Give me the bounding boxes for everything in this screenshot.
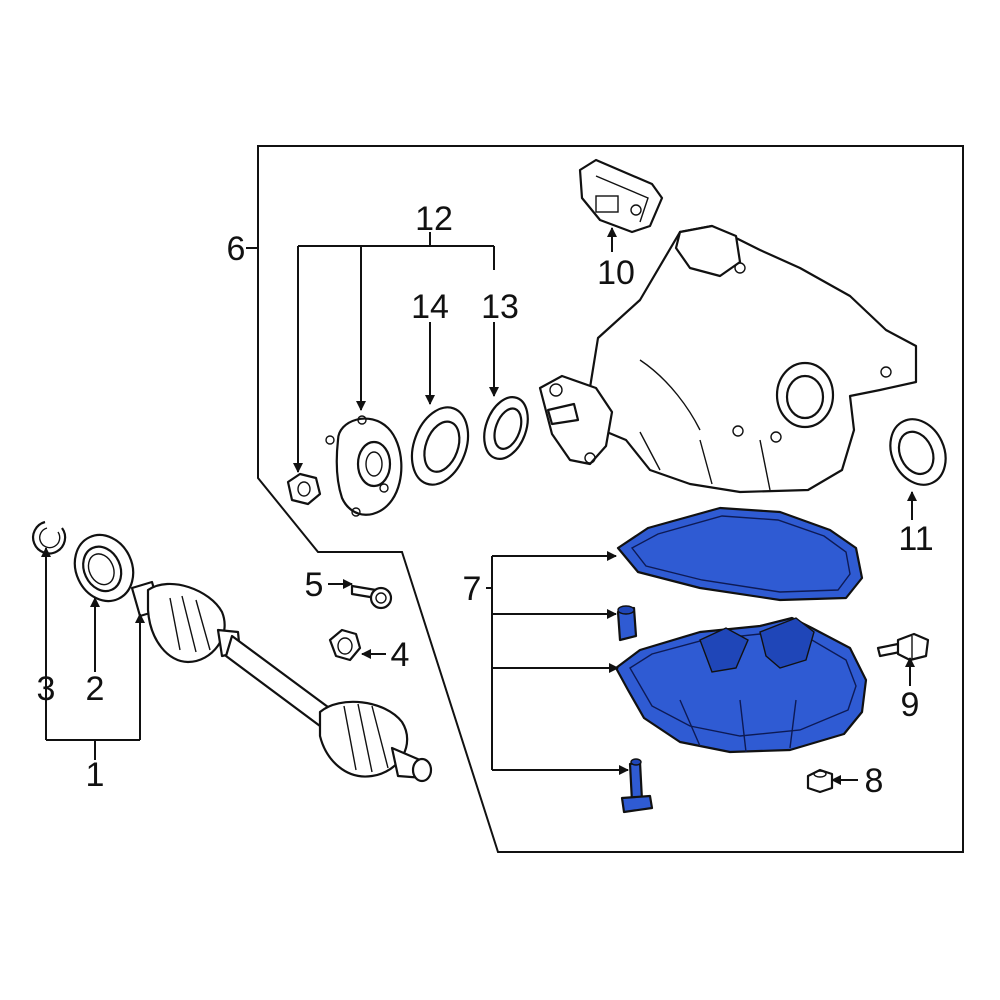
actuator-part[interactable]: [578, 158, 664, 234]
companion-flange-part[interactable]: [325, 415, 403, 517]
pinion-seal-inner-part[interactable]: [476, 391, 535, 465]
cover-gasket-part[interactable]: [616, 506, 864, 602]
callout-10: 10: [597, 254, 635, 292]
callout-12: 12: [415, 200, 453, 238]
assembly-frame: [257, 145, 964, 853]
callout-2: 2: [86, 670, 105, 708]
pinion-seal-part[interactable]: [402, 400, 478, 493]
callout-13: 13: [481, 288, 519, 326]
callout-4: 4: [391, 636, 410, 674]
temp-sensor-part[interactable]: [876, 632, 930, 662]
bolt-part[interactable]: [350, 584, 393, 610]
callout-14: 14: [411, 288, 449, 326]
callout-5: 5: [305, 566, 324, 604]
cover-pan-part[interactable]: [614, 616, 868, 754]
callout-9: 9: [901, 686, 920, 724]
nut-part[interactable]: [328, 628, 362, 662]
snap-ring-part[interactable]: [32, 520, 67, 555]
callout-8: 8: [865, 762, 884, 800]
axle-shaft-part[interactable]: [130, 580, 433, 783]
drain-plug-part[interactable]: [806, 768, 834, 794]
dowel-pin-part[interactable]: [616, 605, 638, 642]
side-seal-part[interactable]: [880, 410, 956, 494]
callout-7: 7: [463, 570, 482, 608]
flange-nut-part[interactable]: [286, 472, 322, 506]
axle-seal-part[interactable]: [64, 525, 143, 610]
callout-1: 1: [86, 756, 105, 794]
callout-11: 11: [898, 520, 933, 558]
callout-6: 6: [227, 230, 246, 268]
cover-bolt-part[interactable]: [620, 758, 654, 814]
callout-3: 3: [37, 670, 56, 708]
differential-housing-part[interactable]: [538, 224, 918, 494]
